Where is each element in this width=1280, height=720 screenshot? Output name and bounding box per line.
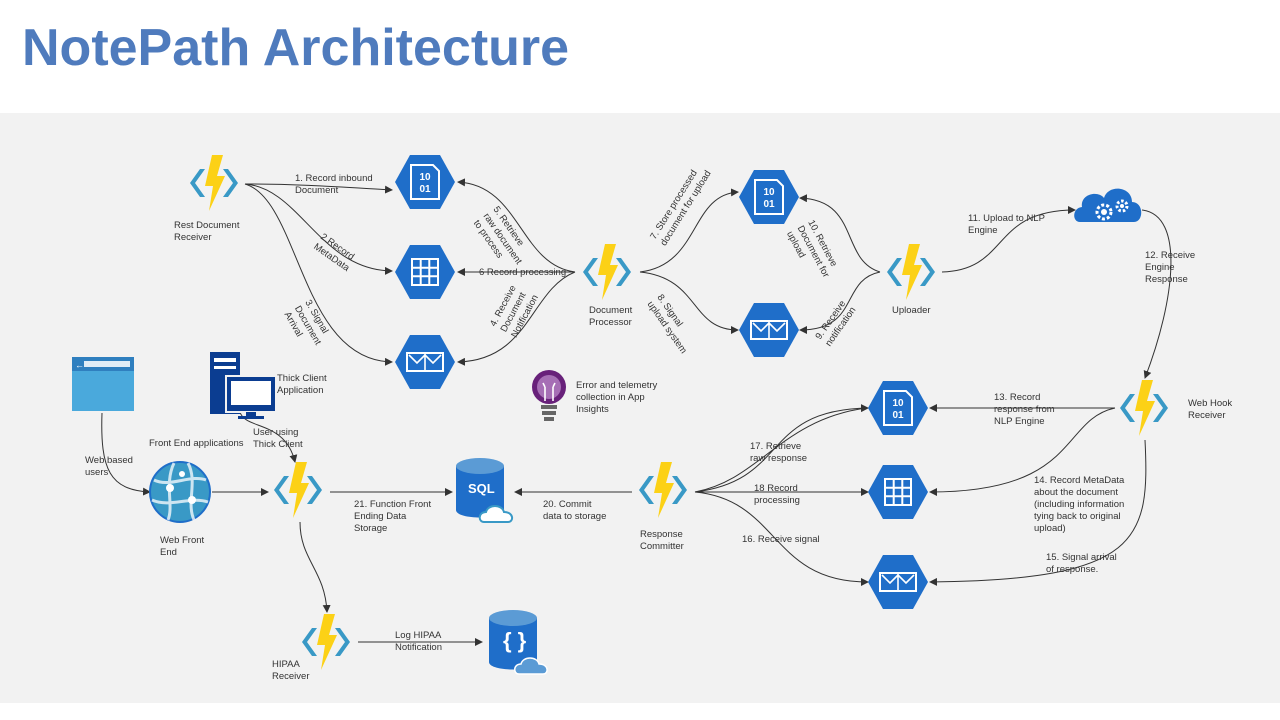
edge-2 <box>244 183 393 275</box>
svg-text:01: 01 <box>892 410 904 421</box>
edge-insights <box>694 407 867 493</box>
edge-15 <box>929 439 1147 586</box>
page-title: NotePath Architecture <box>22 19 570 77</box>
blob-storage-icon[interactable]: 10 01 <box>395 155 455 209</box>
blob-storage-icon[interactable]: 10 01 <box>739 170 799 224</box>
cosmos-database-icon[interactable]: { } <box>489 610 548 675</box>
svg-text:←: ← <box>75 360 84 370</box>
edge-9-label: 9. Receivenotification <box>813 298 858 348</box>
edge-hipaa <box>299 521 331 613</box>
document-processor-function-icon[interactable] <box>583 244 631 300</box>
edge-2-label: 2.RecordMetaData <box>311 231 359 274</box>
svg-text:{ }: { } <box>503 628 527 653</box>
front-end-applications-label: Front End applications <box>149 438 244 449</box>
diagram-canvas: 10 01 10 01 10 01 <box>0 113 1280 703</box>
connectors <box>101 178 1172 646</box>
desktop-computer-icon[interactable] <box>210 352 277 419</box>
edge-8 <box>639 271 739 334</box>
edge-8-label: 8. Signalupload system <box>645 292 699 355</box>
sql-label: SQL <box>468 481 495 496</box>
queue-storage-icon[interactable] <box>395 335 455 389</box>
edge-5 <box>457 178 576 273</box>
svg-text:01: 01 <box>763 199 775 210</box>
app-insights-icon[interactable] <box>532 370 566 421</box>
edge-12 <box>1141 209 1172 379</box>
queue-storage-icon[interactable] <box>868 555 928 609</box>
sql-database-icon[interactable]: SQL <box>456 458 514 523</box>
edge-web-users <box>101 412 151 496</box>
hipaa-receiver-function-icon[interactable] <box>302 614 350 670</box>
edge-1 <box>244 183 393 194</box>
response-committer-function-icon[interactable] <box>639 462 687 518</box>
edge-6-label: 6 Record processing <box>479 267 566 278</box>
edge-10 <box>799 194 881 273</box>
edge-3 <box>244 183 393 366</box>
rest-receiver-function-icon[interactable] <box>190 155 238 211</box>
app-service-globe-icon[interactable] <box>149 461 211 523</box>
edge-3-label: 3. SignalDocumentArrival <box>282 298 334 353</box>
edge-17 <box>694 404 869 493</box>
queue-storage-icon[interactable] <box>739 303 799 357</box>
edge-7-label: 7. Store processeddocument for upload <box>648 162 713 248</box>
edge-16 <box>694 491 869 586</box>
edge-4-label: 4. ReceiveDocumentNotification <box>488 282 541 340</box>
svg-text:10: 10 <box>763 187 775 198</box>
webhook-receiver-function-icon[interactable] <box>1120 380 1168 436</box>
browser-icon[interactable]: ← <box>72 357 134 411</box>
frontend-function-icon[interactable] <box>274 462 322 518</box>
blob-storage-icon[interactable]: 10 01 <box>868 381 928 435</box>
svg-text:10: 10 <box>892 398 904 409</box>
cloud-gears-icon[interactable] <box>1074 188 1142 222</box>
edge-4 <box>457 271 576 366</box>
svg-text:10: 10 <box>419 172 431 183</box>
table-storage-icon[interactable] <box>868 465 928 519</box>
edge-11 <box>941 206 1076 273</box>
svg-text:01: 01 <box>419 184 431 195</box>
edge-16-label: 16. Receive signal <box>742 534 820 545</box>
uploader-function-icon[interactable] <box>887 244 935 300</box>
edge-5-label: 5. Retrieveraw documentto process <box>471 204 534 273</box>
architecture-diagram: 10 01 10 01 10 01 <box>72 155 1232 682</box>
edge-10-label: 10. RetrieveDocument forupload <box>784 218 842 285</box>
uploader-label: Uploader <box>892 305 931 316</box>
edge-9 <box>799 271 881 334</box>
edge-7 <box>639 188 739 273</box>
edge-14 <box>929 407 1116 496</box>
table-storage-icon[interactable] <box>395 245 455 299</box>
